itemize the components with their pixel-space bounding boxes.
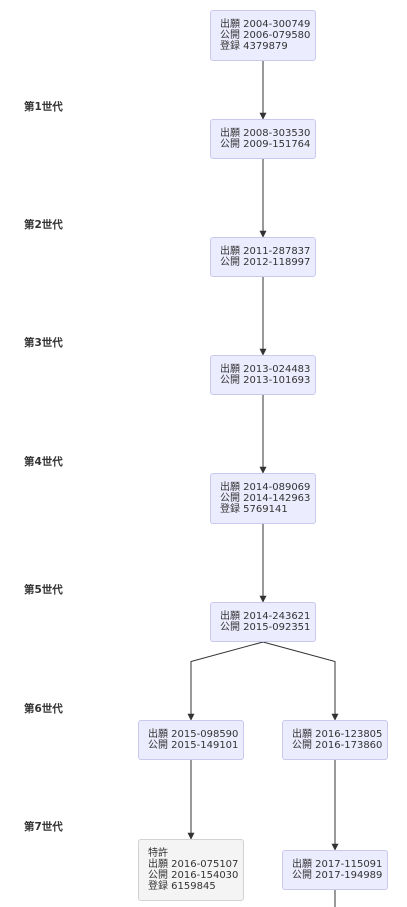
node-text-line: 出願 2016-123805 — [292, 729, 383, 740]
node-text-line: 登録 6159845 — [148, 881, 216, 892]
generation-label-3: 第3世代 — [24, 337, 63, 349]
generation-label-6: 第6世代 — [24, 703, 63, 715]
node-text-line: 公開 2014-142963 — [220, 493, 311, 504]
node-text-line: 公開 2013-101693 — [220, 375, 311, 386]
node-text-line: 公開 2012-118997 — [220, 257, 311, 268]
node-text-line: 公開 2017-194989 — [292, 870, 383, 881]
node-text-line: 出願 2011-287837 — [220, 246, 311, 257]
generation-label-2: 第2世代 — [24, 219, 63, 231]
node-text-line: 出願 2015-098590 — [148, 729, 239, 740]
node-text-line: 出願 2008-303530 — [220, 128, 311, 139]
node-text-line: 登録 5769141 — [220, 504, 288, 515]
generation-label-1: 第1世代 — [24, 101, 63, 113]
generation-label-7: 第7世代 — [24, 821, 63, 833]
generation-label-4: 第4世代 — [24, 456, 63, 468]
node-text-line: 出願 2013-024483 — [220, 364, 311, 375]
node-text-line: 出願 2017-115091 — [292, 859, 383, 870]
edge-n6-to-n7r — [262, 641, 339, 721]
node-text-line: 登録 4379879 — [220, 41, 288, 52]
node-text-line: 公開 2015-092351 — [220, 622, 311, 633]
node-text-line: 公開 2015-149101 — [148, 740, 239, 751]
node-text-line: 出願 2014-243621 — [220, 611, 311, 622]
generation-label-5: 第5世代 — [24, 584, 63, 596]
node-text-line: 出願 2004-300749 — [220, 19, 311, 30]
node-text-line: 公開 2009-151764 — [220, 139, 311, 150]
node-text-line: 特許 — [148, 848, 168, 859]
edge-n6-to-n7l — [187, 641, 264, 721]
node-text-line: 出願 2014-089069 — [220, 482, 311, 493]
node-text-line: 公開 2016-154030 — [148, 870, 239, 881]
node-text-line: 公開 2006-079580 — [220, 30, 311, 41]
node-text-line: 出願 2016-075107 — [148, 859, 239, 870]
node-text-line: 公開 2016-173860 — [292, 740, 383, 751]
